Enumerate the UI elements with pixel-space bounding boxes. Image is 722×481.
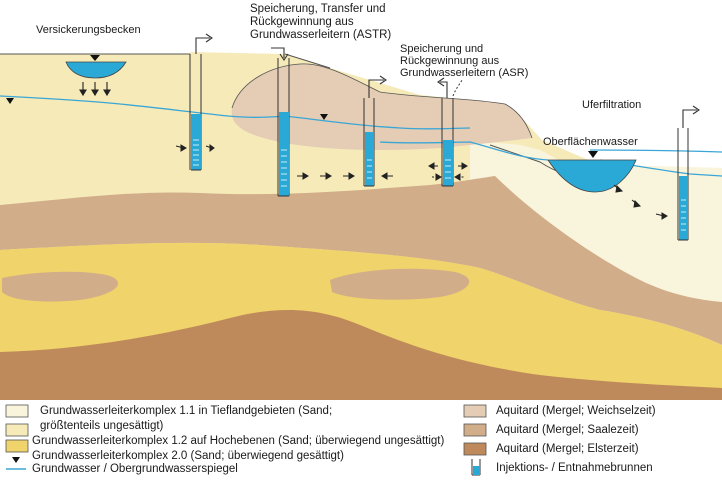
geology-layers [0, 52, 722, 400]
surface-water-body [547, 151, 637, 193]
label-asr-line3: Grundwasserleitern (ASR) [400, 67, 528, 79]
well-infiltration [189, 33, 213, 171]
water-level-marker-surface [588, 151, 598, 158]
water-level-marker-center [320, 114, 328, 120]
water-level-marker-left [6, 98, 14, 104]
legend-label-weichsel: Aquitard (Mergel; Weichselzeit) [496, 405, 656, 417]
well-asr [437, 77, 463, 187]
well-screens [193, 139, 686, 231]
label-astr-line3: Grundwasserleitern (ASTR) [250, 29, 391, 41]
legend-label-grundwasser: Grundwasser / Obergrundwasserspiegel [32, 463, 238, 475]
well-bank-filtration [677, 105, 700, 241]
diagram-labels: Versickerungsbecken Speicherung, Transfe… [36, 3, 641, 148]
label-versickerungsbecken: Versickerungsbecken [36, 24, 141, 36]
legend-swatch-water-marker [12, 457, 20, 463]
legend-label-brunnen: Injektions- / Entnahmebrunnen [496, 462, 653, 474]
legend-label-gwl-2-0: Grundwasserleiterkomplex 2.0 (Sand; über… [32, 450, 344, 462]
legend-swatch-gwl-1-1 [5, 404, 29, 418]
flow-arrows [175, 144, 668, 220]
label-astr-line2: Rückgewinnung aus [250, 16, 354, 28]
aquitard-saale-lens-center [330, 268, 470, 300]
wells [189, 33, 700, 241]
legend-swatch-gwl-1-2 [5, 423, 29, 437]
legend-label-gwl-1-1-line2: größtenteils ungesättigt) [40, 420, 164, 432]
label-oberflaechenwasser: Oberflächenwasser [543, 136, 638, 148]
legend-label-elster: Aquitard (Mergel; Elsterzeit) [496, 443, 639, 455]
groundwater-line-right [589, 149, 722, 153]
aquitard-elster [0, 309, 722, 400]
well-astr-recovery [363, 75, 387, 187]
label-asr-line2: Rückgewinnung aus [400, 55, 500, 67]
legend-label-saale: Aquitard (Mergel; Saalezeit) [496, 424, 639, 436]
legend: Grundwasserleiterkomplex 1.1 in Tiefland… [5, 404, 656, 476]
legend-swatch-brunnen [471, 459, 481, 476]
legend-swatch-saale [463, 423, 487, 437]
aquitard-saale-lens-left [2, 271, 119, 302]
legend-swatch-elster [463, 442, 487, 456]
legend-label-gwl-1-1-line1: Grundwasserleiterkomplex 1.1 in Tiefland… [40, 405, 332, 417]
legend-swatch-weichsel [463, 404, 487, 418]
legend-label-gwl-1-2: Grundwasserleiterkomplex 1.2 auf Hochebe… [32, 435, 445, 447]
basin-water [65, 61, 127, 79]
groundwater-line-upper [0, 95, 471, 130]
well-astr-injection [271, 47, 290, 197]
legend-swatch-gwl-2-0 [5, 439, 29, 453]
infiltration-basin [65, 55, 127, 97]
label-uferfiltration: Uferfiltration [582, 99, 641, 111]
label-astr-line1: Speicherung, Transfer und [250, 3, 386, 15]
aquitard-saale-band [0, 176, 722, 345]
label-asr-line1: Speicherung und [400, 43, 483, 55]
water-level-marker-basin [90, 55, 100, 61]
